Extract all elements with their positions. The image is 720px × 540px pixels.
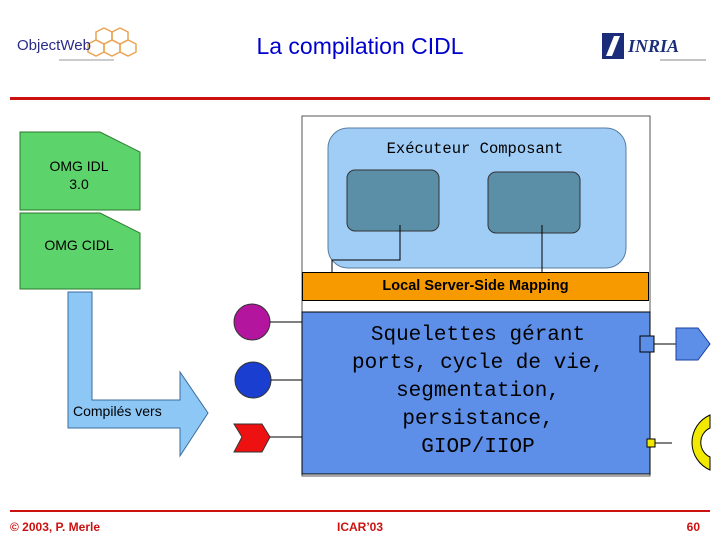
omg-idl-document [19,131,141,211]
footer-event: ICAR’03 [336,520,383,534]
doc-cidl-line1: OMG CIDL [44,237,114,253]
omg-cidl-document [19,212,141,290]
compile-arrow [67,291,209,458]
footer-rule [10,510,710,512]
port-blue-circle [234,361,272,399]
footer-copyright: © 2003, P. Merle [10,520,101,534]
executor-inner-right [487,171,581,234]
skeleton-box [301,311,651,475]
connector-left [331,225,401,272]
logo-text: ObjectWeb [17,37,91,54]
inria-logo: INRIA [600,30,710,66]
skeleton-text: Squelettes gérant ports, cycle de vie, s… [318,322,638,462]
executor-inner-left [346,169,440,232]
page-title: La compilation CIDL [256,33,464,59]
port-red-event [233,423,271,453]
receptacle-square [646,438,656,448]
footer-page-number: 60 [686,520,700,534]
skeleton-line-3: segmentation, [396,380,560,403]
header-rule [10,97,710,100]
objectweb-logo: ObjectWeb [14,22,139,72]
facet-square [639,335,655,353]
doc-idl-label: OMG IDL 3.0 [20,157,138,193]
doc-idl-line1: OMG IDL [49,158,109,174]
skeleton-line-2: ports, cycle de vie, [351,352,605,375]
skeleton-line-4: persistance, [402,408,554,431]
facet-arrow [675,327,711,361]
doc-cidl-label: OMG CIDL [20,236,138,254]
receptacle-cup [691,414,711,471]
executor-label: Exécuteur Composant [386,140,564,158]
doc-idl-line2: 3.0 [69,176,89,192]
mapping-bar: Local Server-Side Mapping [302,272,649,301]
compile-arrow-label: Compilés vers [73,403,162,419]
inria-text: INRIA [627,36,679,56]
port-purple-circle [233,303,271,341]
skeleton-line-5: GIOP/IIOP [421,436,535,459]
skeleton-line-1: Squelettes gérant [370,324,586,347]
